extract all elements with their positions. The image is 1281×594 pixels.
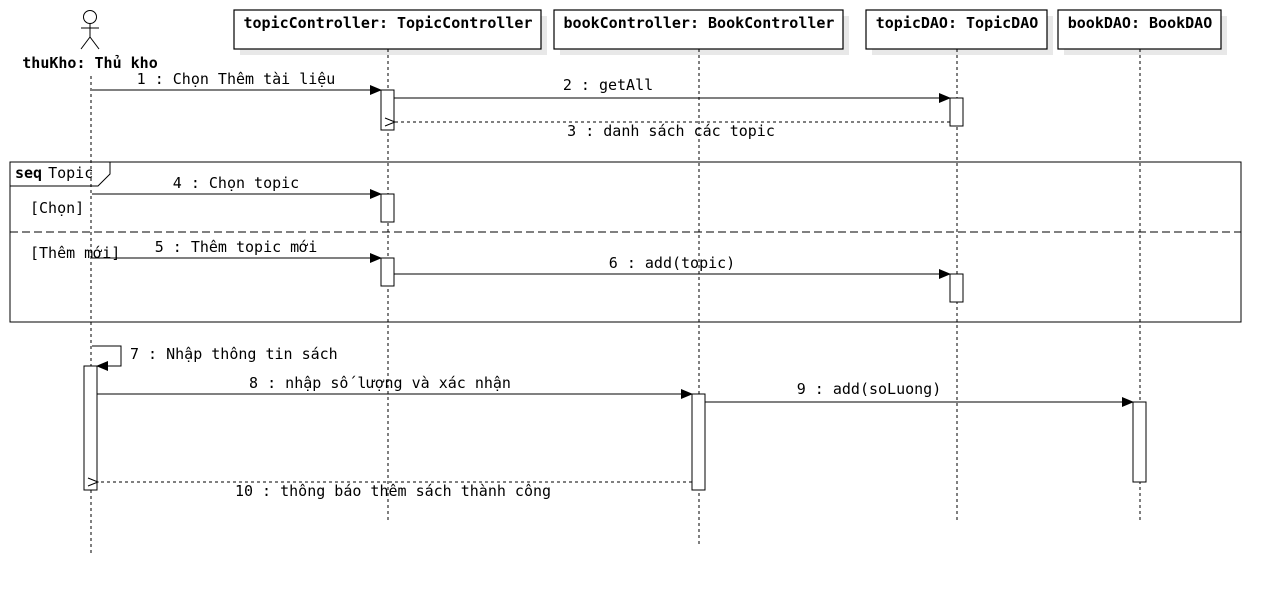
activation-bar (380, 89, 395, 131)
message-4: 4 : Chọn topic (92, 174, 382, 199)
message-8: 8 : nhập số lượng và xác nhận (97, 374, 693, 399)
message-label: 5 : Thêm topic mới (155, 238, 318, 256)
lifeline-label: bookDAO: BookDAO (1068, 14, 1213, 32)
message-7: 7 : Nhập thông tin sách (92, 345, 338, 371)
actor-thukho: thuKho: Thủ kho (22, 10, 158, 72)
message-label: 8 : nhập số lượng và xác nhận (249, 374, 511, 392)
message-10: 10 : thông báo thêm sách thành công (98, 482, 692, 500)
guard-them-moi: [Thêm mới] (30, 244, 120, 262)
lifeline-topic-controller: topicController: TopicController (233, 9, 547, 55)
lifeline-label: topicDAO: TopicDAO (876, 14, 1039, 32)
message-6: 6 : add(topic) (394, 254, 951, 279)
activation-bar (949, 273, 964, 303)
activation-bar (949, 97, 964, 127)
activation-bar (380, 257, 395, 287)
message-label: 2 : getAll (563, 76, 653, 94)
lifeline-topic-dao: topicDAO: TopicDAO (865, 9, 1053, 55)
message-label: 9 : add(soLuong) (797, 380, 942, 398)
lifeline-label: topicController: TopicController (244, 14, 533, 32)
guard-chon: [Chọn] (30, 199, 84, 217)
activation-bar (83, 365, 98, 491)
lifeline-book-controller: bookController: BookController (553, 9, 849, 55)
message-label: 4 : Chọn topic (173, 174, 299, 192)
fragment-tab (10, 162, 111, 187)
message-3: 3 : danh sách các topic (395, 122, 950, 140)
message-label: 10 : thông báo thêm sách thành công (235, 482, 551, 500)
activation-bar (380, 193, 395, 223)
fragment-name: Topic (48, 164, 93, 182)
actor-label: thuKho: Thủ kho (22, 54, 157, 72)
message-label: 3 : danh sách các topic (567, 122, 775, 140)
fragment-frame (9, 161, 1242, 323)
lifeline-book-dao: bookDAO: BookDAO (1057, 9, 1227, 55)
activation-bar (691, 393, 706, 491)
message-5: 5 : Thêm topic mới (92, 238, 382, 263)
message-1: 1 : Chọn Thêm tài liệu (92, 70, 382, 95)
message-9: 9 : add(soLuong) (705, 380, 1134, 407)
message-2: 2 : getAll (394, 76, 951, 103)
message-label: 7 : Nhập thông tin sách (130, 345, 338, 363)
message-label: 1 : Chọn Thêm tài liệu (137, 70, 336, 88)
fragment-keyword: seq (15, 164, 42, 182)
fragment-title: seq Topic (15, 164, 93, 182)
actor-head-icon (83, 10, 97, 24)
message-label: 6 : add(topic) (609, 254, 735, 272)
self-message-arrow (92, 345, 122, 371)
activation-bar (1132, 401, 1147, 483)
lifeline-label: bookController: BookController (564, 14, 835, 32)
